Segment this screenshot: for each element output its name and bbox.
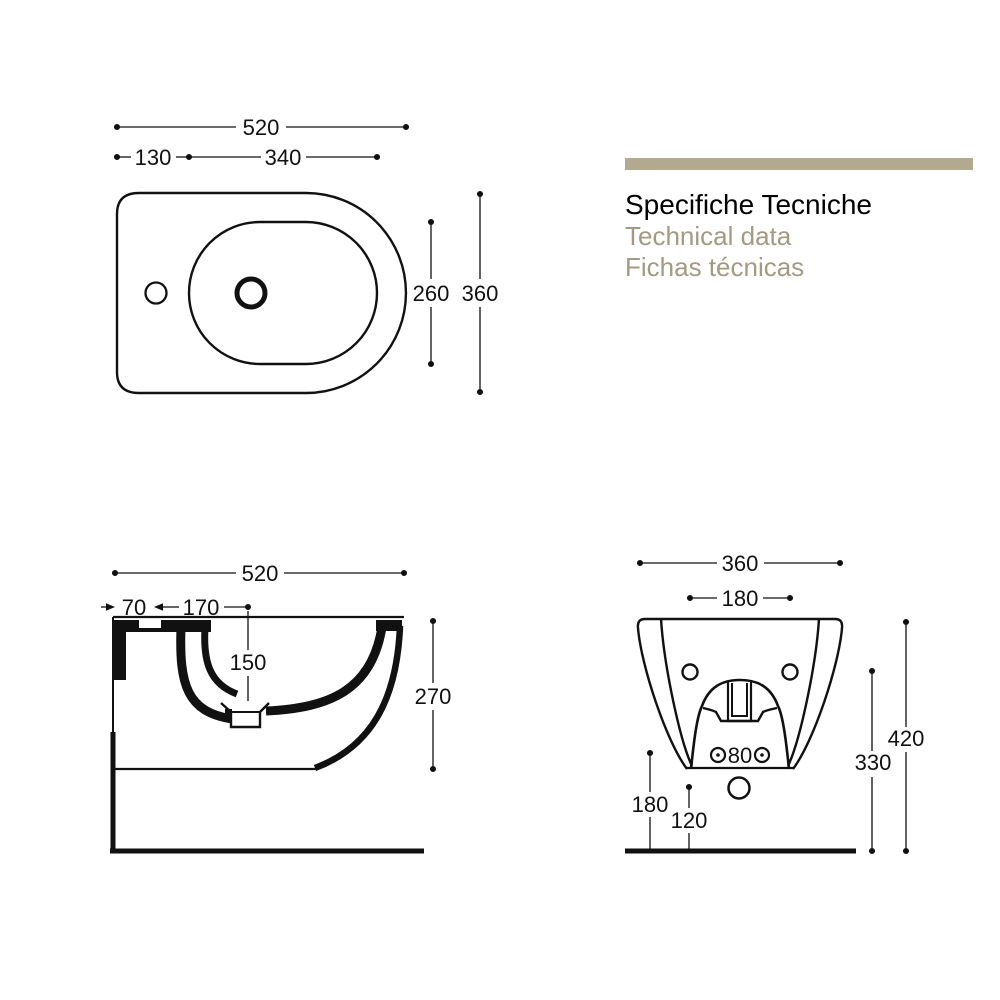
dim-label-front-420: 420 [888, 726, 925, 751]
spec-header: Specifiche Tecniche Technical data Ficha… [625, 158, 973, 283]
top-basin-outline [187, 220, 379, 366]
top-dim-360 [476, 190, 484, 396]
top-dim-260 [427, 218, 435, 368]
dim-label-side-270: 270 [415, 684, 452, 709]
front-dim-120 [685, 783, 693, 851]
dim-label-top-360: 360 [462, 281, 499, 306]
dim-label-top-130: 130 [135, 145, 172, 170]
side-dim-70-170 [101, 603, 252, 611]
side-dim-520 [111, 569, 408, 577]
dim-label-side-70: 70 [122, 595, 146, 620]
dim-label-top-520: 520 [243, 115, 280, 140]
dim-label-front-360: 360 [722, 551, 759, 576]
dim-label-front-330: 330 [855, 750, 892, 775]
title-primary: Specifiche Tecniche [625, 189, 872, 220]
front-dim-360 [636, 559, 844, 567]
accent-bar [625, 158, 973, 170]
side-body [110, 615, 424, 854]
front-view: 360 180 [625, 551, 925, 855]
front-dim-330 [868, 667, 876, 855]
front-dim-420 [902, 618, 910, 855]
title-tertiary: Fichas técnicas [625, 252, 805, 282]
side-dim-270 [429, 617, 437, 773]
top-body-outline [115, 191, 408, 395]
top-dim-520 [113, 123, 410, 131]
dim-label-front-180-bottom: 180 [632, 792, 669, 817]
top-view: 520 130 340 [113, 115, 499, 396]
title-secondary: Technical data [625, 221, 792, 251]
dim-label-front-180-top: 180 [722, 586, 759, 611]
front-dim-180-top [686, 594, 794, 602]
dim-label-side-170: 170 [183, 595, 220, 620]
dim-label-side-520: 520 [242, 561, 279, 586]
top-dim-130-340 [113, 153, 381, 161]
side-view: 520 70 170 150 [101, 561, 452, 854]
dim-label-top-260: 260 [413, 281, 450, 306]
front-dim-180-bottom [646, 749, 654, 851]
dim-label-front-120: 120 [671, 808, 708, 833]
dim-label-side-150: 150 [230, 650, 267, 675]
tap-hole [144, 281, 168, 305]
top-drain-hole [234, 276, 268, 310]
dim-label-front-80: 80 [728, 743, 752, 768]
front-body [625, 617, 856, 854]
dim-label-top-340: 340 [265, 145, 302, 170]
